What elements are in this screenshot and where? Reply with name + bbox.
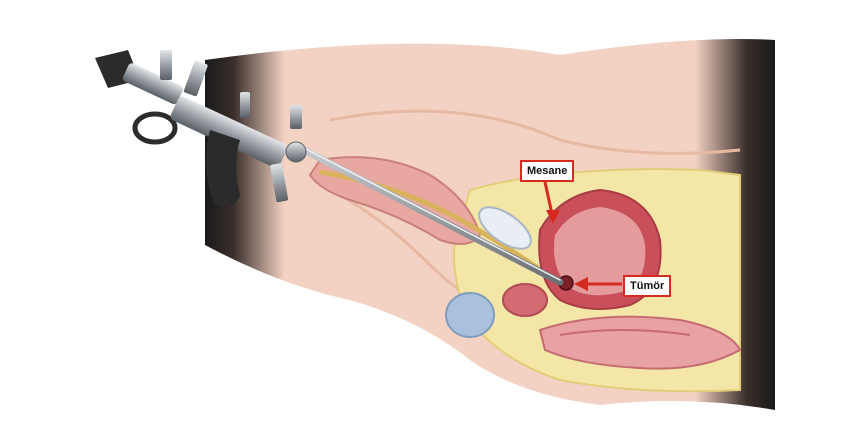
scope-shaft	[296, 144, 564, 286]
bladder-arrowhead	[546, 210, 560, 224]
pubic-bone	[478, 206, 532, 250]
rectum	[538, 315, 742, 370]
testis	[445, 292, 495, 338]
bladder-lumen	[554, 207, 646, 296]
bladder-label: Mesane	[520, 160, 575, 182]
bladder-arrow	[543, 181, 554, 215]
resectoscope-icon	[95, 50, 307, 207]
prostate	[502, 283, 548, 317]
tumor-arrowhead	[574, 277, 588, 291]
scope-shaft-highlight	[299, 145, 561, 281]
tumor-label: Tümör	[623, 275, 672, 297]
abdomen-contour	[329, 109, 741, 155]
rectum-inner	[559, 329, 691, 336]
